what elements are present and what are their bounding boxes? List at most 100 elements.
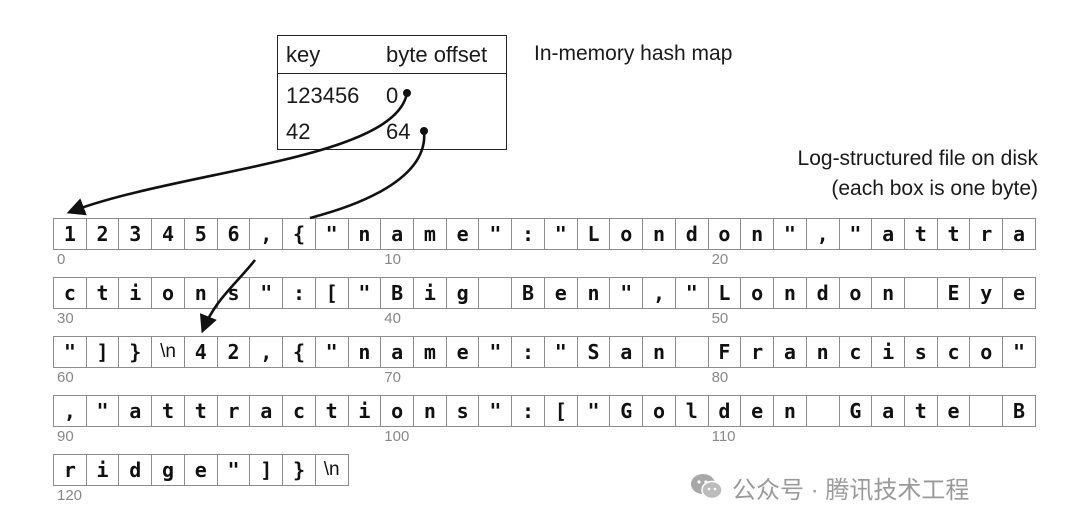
byte-cell: \n [151,336,185,368]
byte-cell [903,277,938,309]
byte-cell: E [936,277,971,309]
byte-cell: " [478,395,513,427]
byte-cell: 4 [151,218,185,250]
byte-cell: c [936,336,971,368]
byte-cell: a [380,336,415,368]
byte-offset-label: 10 [384,251,401,268]
byte-cell: a [773,336,807,368]
byte-cell: d [805,277,840,309]
byte-cell: " [543,218,578,250]
byte-offset-label: 30 [57,310,74,327]
byte-offset-label: 110 [711,428,736,445]
pointer-arrow-offset-64 [309,130,426,220]
byte-cell: " [674,277,709,309]
byte-offset-label: 100 [384,428,410,445]
byte-cell: a [249,395,284,427]
byte-cell: " [773,218,807,250]
file-caption-note: (each box is one byte) [831,177,1038,200]
byte-cell: " [314,336,349,368]
byte-cell: d [674,218,709,250]
pointer-arrow-offset-0 [66,92,409,216]
byte-cell: e [1002,277,1036,309]
byte-cell: m [413,218,447,250]
byte-cell: \n [314,454,349,486]
byte-cell: " [85,395,120,427]
byte-cell: F [707,336,742,368]
byte-cell: t [85,277,120,309]
byte-cell [478,277,513,309]
byte-cell: e [445,336,480,368]
byte-cell: o [740,277,775,309]
byte-cell: i [85,454,120,486]
byte-offset-label: 20 [711,251,729,268]
hash-map-header [278,36,506,74]
hash-map-offset: 0 [386,83,399,108]
byte-cell: n [183,277,218,309]
byte-cell: : [511,395,545,427]
byte-cell: o [707,218,742,250]
byte-cell: " [1002,336,1036,368]
byte-cell: a [1002,218,1036,250]
byte-offset-label: 120 [57,487,83,504]
byte-cell: r [53,454,87,486]
byte-cell: c [282,395,316,427]
byte-cell: " [576,395,611,427]
byte-cell: 6 [216,218,251,250]
byte-cell: " [249,277,284,309]
byte-cell: r [216,395,251,427]
byte-cell [674,336,709,368]
byte-cell: { [282,336,316,368]
byte-cell: t [183,395,218,427]
byte-cell: a [871,218,905,250]
byte-cell: L [576,218,611,250]
offset-column-header: byte offset [386,42,488,67]
byte-cell: [ [314,277,349,309]
byte-cell: 4 [183,336,218,368]
byte-cell: " [216,454,251,486]
byte-offset-label: 60 [57,369,74,386]
byte-cell: " [838,218,873,250]
byte-cell: n [576,277,611,309]
byte-cell: : [511,336,545,368]
byte-cell: s [903,336,938,368]
byte-cell: e [936,395,971,427]
byte-cell: t [903,395,938,427]
byte-cell: 2 [216,336,251,368]
byte-cell: 5 [183,218,218,250]
byte-cell [805,395,840,427]
watermark-text: 公众号 · 腾讯技术工程 [732,476,970,504]
byte-offset-label: 80 [711,369,729,386]
byte-cell: t [314,395,349,427]
byte-cell: s [445,395,480,427]
byte-offset-label: 90 [57,428,74,445]
byte-cell: r [969,218,1004,250]
byte-cell: } [282,454,316,486]
byte-cell: a [609,336,644,368]
byte-cell: , [642,277,676,309]
byte-cell: B [511,277,545,309]
byte-cell: d [118,454,153,486]
byte-cell: S [576,336,611,368]
byte-cell: ] [85,336,120,368]
byte-cell [969,395,1004,427]
byte-cell: : [511,218,545,250]
byte-offset-label: 0 [57,251,66,268]
byte-cell: " [53,336,87,368]
byte-cell: o [380,395,415,427]
hash-map-caption: In-memory hash map [534,42,733,65]
byte-cell: n [642,218,676,250]
hash-map-key: 123456 [286,83,360,108]
file-caption: Log-structured file on disk [797,147,1038,170]
byte-cell: ] [249,454,284,486]
wechat-icon [691,474,723,500]
byte-offset-label: 40 [384,310,401,327]
byte-cell: [ [543,395,578,427]
byte-cell: a [118,395,153,427]
byte-cell: } [118,336,153,368]
byte-cell: o [609,218,644,250]
byte-cell: , [249,336,284,368]
byte-cell: n [773,277,807,309]
byte-cell: a [380,218,415,250]
